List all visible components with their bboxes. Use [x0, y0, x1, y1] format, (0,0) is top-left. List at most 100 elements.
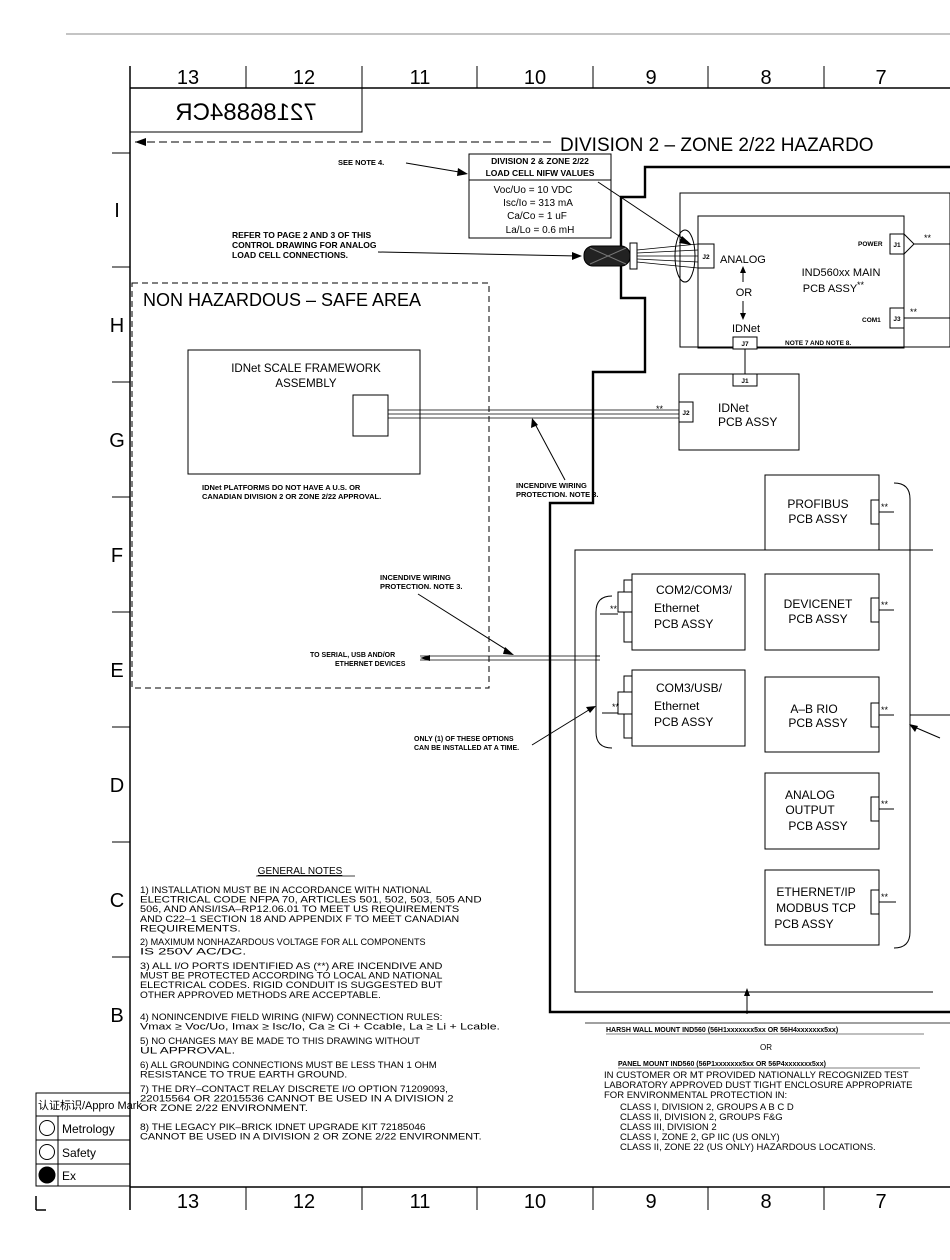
serial-usb-label: ETHERNET DEVICES — [335, 661, 406, 668]
nifw-value: Ca/Co = 1 uF — [507, 211, 567, 222]
general-note-line: OR ZONE 2/22 ENVIRONMENT. — [140, 1103, 308, 1114]
general-note-line: 6) ALL GROUNDING CONNECTIONS MUST BE LES… — [140, 1060, 437, 1071]
com1-label: COM1 — [862, 317, 881, 324]
idnet-scale-framework: IDNet SCALE FRAMEWORK ASSEMBLY — [187, 349, 679, 475]
incendive-wiring-note: PROTECTION. NOTE 3. — [380, 582, 463, 591]
or-label: OR — [736, 287, 753, 299]
column-label: 10 — [524, 1191, 546, 1213]
module-label: PCB ASSY — [774, 917, 833, 931]
general-note-line: Vmax ≥ Voc/Uo, Imax ≥ Isc/Io, Ca ≥ Ci + … — [140, 1022, 500, 1033]
column-label: 10 — [524, 67, 546, 89]
approval-label: Ex — [62, 1169, 76, 1183]
connector-j1: J1 — [893, 242, 901, 249]
incendive-mark: ** — [924, 233, 932, 243]
row-label: H — [110, 315, 124, 337]
mount-class: CLASS I, ZONE 2, GP IIC (US ONLY) — [620, 1132, 780, 1143]
general-note-line: CANNOT BE USED IN A DIVISION 2 OR ZONE 2… — [140, 1132, 482, 1143]
module-label: PROFIBUS — [787, 497, 848, 511]
load-cell-cable — [583, 229, 699, 283]
column-label: 7 — [875, 1191, 886, 1213]
right-module-devicenet: DEVICENET PCB ASSY ** — [764, 573, 894, 651]
left-module-1: COM2/COM3/ Ethernet PCB ASSY ** — [600, 573, 746, 651]
incendive-wiring-note: PROTECTION. NOTE 3. — [516, 490, 599, 499]
mount-or: OR — [760, 1043, 772, 1052]
incendive-wiring-note: INCENDIVE WIRING — [516, 481, 587, 490]
column-label: 11 — [410, 67, 431, 89]
option-bay-outline — [574, 549, 933, 993]
general-note-line: AND C22–1 SECTION 18 AND APPENDIX F TO M… — [140, 914, 459, 925]
general-note-line: 1) INSTALLATION MUST BE IN ACCORDANCE WI… — [140, 885, 431, 896]
idnet-pcb-label: IDNet — [718, 401, 749, 415]
division-label: DIVISION 2 – ZONE 2/22 HAZARDO — [560, 135, 874, 156]
module-label: A–B RIO — [790, 702, 837, 716]
connector-j2: J2 — [682, 410, 690, 417]
general-note-line: 3) ALL I/O PORTS IDENTIFIED AS (**) ARE … — [140, 961, 443, 972]
column-label: 13 — [177, 67, 199, 89]
mount-class: CLASS II, DIVISION 2, GROUPS F&G — [620, 1112, 783, 1123]
mount-class: CLASS I, DIVISION 2, GROUPS A B C D — [620, 1102, 794, 1113]
left-module-2: COM3/USB/ Ethernet PCB ASSY ** — [602, 669, 746, 747]
incendive-mark: ** — [881, 799, 889, 809]
general-note-line: REQUIREMENTS. — [140, 923, 241, 934]
mount-line: LABORATORY APPROVED DUST TIGHT ENCLOSURE… — [604, 1080, 913, 1091]
column-label: 8 — [760, 1191, 771, 1213]
column-label: 12 — [293, 1191, 315, 1213]
general-notes-title: GENERAL NOTES — [258, 866, 343, 877]
incendive-mark: ** — [881, 600, 889, 610]
row-label: G — [109, 430, 125, 452]
approval-label: Metrology — [62, 1122, 115, 1136]
row-label: E — [110, 660, 123, 682]
idnet-pcb-assy: J1 J2 IDNet PCB ASSY ** — [656, 349, 800, 451]
non-hazardous-area — [131, 282, 490, 689]
row-label: C — [110, 890, 124, 912]
main-pcb-title: IND560xx MAIN — [802, 267, 881, 279]
nifw-value: La/Lo = 0.6 mH — [506, 225, 575, 236]
approval-mark-box: 认证标识/Appro Mark Metrology Safety Ex — [35, 1092, 142, 1187]
row-labels: I H G F E D C B — [109, 200, 125, 1027]
row-label: I — [114, 200, 120, 222]
nifw-values-box: DIVISION 2 & ZONE 2/22 LOAD CELL NIFW VA… — [468, 153, 612, 239]
right-module-ab-rio: A–B RIO PCB ASSY ** — [764, 676, 894, 753]
right-module-ethernet-ip: ETHERNET/IP MODBUS TCP PCB ASSY ** — [764, 869, 896, 946]
module-label: COM2/COM3/ — [656, 583, 733, 597]
connector-j2: J2 — [702, 254, 710, 261]
general-note-line: MUST BE PROTECTED ACCORDING TO LOCAL AND… — [140, 971, 442, 982]
module-label: MODBUS TCP — [776, 901, 856, 915]
general-notes: GENERAL NOTES 1) INSTALLATION MUST BE IN… — [140, 866, 500, 1143]
main-pcb-title: PCB ASSY — [803, 283, 858, 295]
module-label: PCB ASSY — [788, 612, 847, 626]
notes-list: 1) INSTALLATION MUST BE IN ACCORDANCE WI… — [140, 885, 500, 1143]
module-label: PCB ASSY — [654, 617, 713, 631]
general-note-line: OTHER APPROVED METHODS ARE ACCEPTABLE. — [140, 990, 381, 1001]
column-labels: 13 12 11 10 9 8 7 13 12 11 10 9 8 7 — [177, 67, 887, 1213]
general-note-line: IS 250V AC/DC. — [140, 947, 246, 958]
serial-usb-label: TO SERIAL, USB AND/OR — [310, 652, 395, 659]
idnet-platform-note: CANADIAN DIVISION 2 OR ZONE 2/22 APPROVA… — [202, 492, 381, 501]
general-note-line: 8) THE LEGACY PIK–BRICK IDNET UPGRADE KI… — [140, 1122, 426, 1133]
general-note-line: 2) MAXIMUM NONHAZARDOUS VOLTAGE FOR ALL … — [140, 937, 426, 948]
general-note-line: 5) NO CHANGES MAY BE MADE TO THIS DRAWIN… — [140, 1036, 420, 1047]
column-label: 9 — [645, 1191, 656, 1213]
idnet-label: IDNet — [732, 323, 760, 335]
only-one-note: ONLY (1) OF THESE OPTIONS — [414, 736, 514, 743]
module-label: DEVICENET — [784, 597, 853, 611]
harsh-mount: HARSH WALL MOUNT IND560 (56H1xxxxxxx5xx … — [606, 1027, 838, 1034]
panel-mount: PANEL MOUNT IND560 (56P1xxxxxxx5xx OR 56… — [618, 1061, 826, 1068]
mount-notes: HARSH WALL MOUNT IND560 (56H1xxxxxxx5xx … — [585, 1022, 950, 1153]
general-note-line: 7) THE DRY–CONTACT RELAY DISCRETE I/O OP… — [140, 1084, 448, 1095]
column-label: 12 — [293, 67, 315, 89]
non-hazardous-label: NON HAZARDOUS – SAFE AREA — [143, 290, 421, 310]
general-note-line: 4) NONINCENDIVE FIELD WIRING (NIFW) CONN… — [140, 1012, 442, 1023]
drawing-number: 72186884CR — [175, 99, 316, 126]
incendive-mark: ** — [910, 307, 918, 317]
idnet-pcb-label: PCB ASSY — [718, 415, 777, 429]
analog-label: ANALOG — [720, 254, 766, 266]
mount-line: IN CUSTOMER OR MT PROVIDED NATIONALLY RE… — [604, 1070, 909, 1081]
right-module-analog-output: ANALOG OUTPUT PCB ASSY ** — [764, 772, 894, 850]
module-label: PCB ASSY — [788, 716, 847, 730]
general-note-line: 22015564 OR 22015536 CANNOT BE USED IN A… — [140, 1094, 454, 1105]
incendive-wiring-note: INCENDIVE WIRING — [380, 573, 451, 582]
mount-class: CLASS III, DIVISION 2 — [620, 1122, 717, 1133]
column-label: 8 — [760, 67, 771, 89]
